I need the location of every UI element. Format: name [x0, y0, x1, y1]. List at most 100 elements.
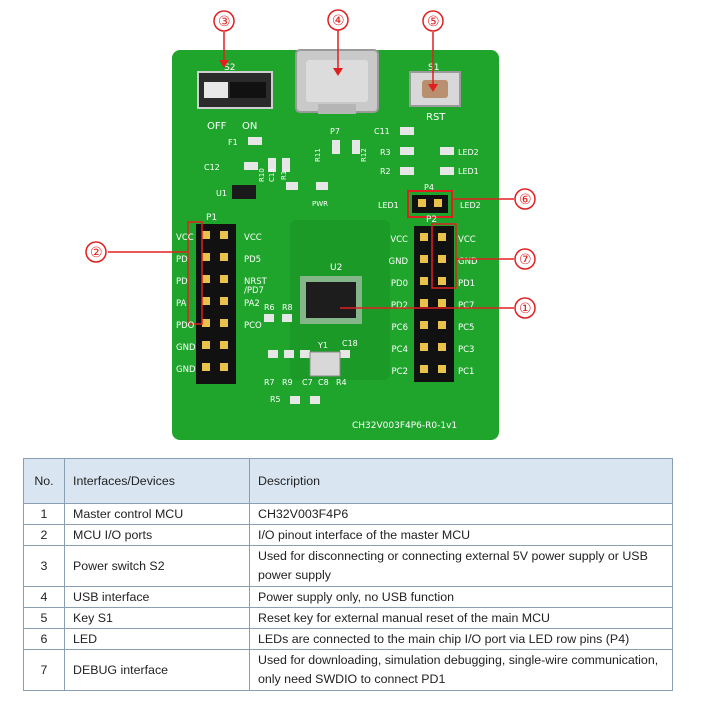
pin-label: PCO — [244, 321, 262, 331]
silk-c12: C12 — [204, 163, 220, 172]
silk-c11: C11 — [374, 127, 390, 136]
pin-label: PA2 — [244, 299, 260, 309]
silk-on: ON — [242, 121, 257, 132]
silk-u2: U2 — [330, 263, 342, 273]
pin-label: PC6 — [392, 323, 408, 333]
row-no: 6 — [23, 628, 65, 650]
table-row: 2 MCU I/O ports I/O pinout interface of … — [23, 524, 673, 546]
row-no: 5 — [23, 607, 65, 629]
header-pin — [202, 253, 210, 261]
row-device: DEBUG interface — [64, 649, 250, 691]
row-no: 7 — [23, 649, 65, 691]
silk-r1: R1 — [280, 171, 288, 180]
header-pin — [202, 231, 210, 239]
pin-label: VCC — [458, 235, 476, 245]
row-description: Used for disconnecting or connecting ext… — [249, 545, 673, 587]
pin-label: PD0 — [391, 279, 408, 289]
header-pin — [202, 341, 210, 349]
silk-r4: R4 — [336, 378, 347, 387]
header-pin — [438, 277, 446, 285]
row-no: 4 — [23, 586, 65, 608]
silk-r2: R2 — [380, 167, 391, 176]
silk-c18: C18 — [342, 339, 358, 348]
pin-label: VCC — [176, 233, 194, 243]
pin-label: PD — [176, 255, 188, 265]
smd-parts-top — [244, 127, 454, 190]
silk-led2b: LED2 — [460, 201, 481, 210]
row-no: 2 — [23, 524, 65, 546]
callout-lines — [108, 30, 514, 309]
pin-label: GND — [176, 365, 196, 375]
header-device: Interfaces/Devices — [64, 458, 250, 504]
callout-3: ③ — [218, 14, 231, 30]
silk-led1b: LED1 — [378, 201, 399, 210]
header-pin — [420, 365, 428, 373]
header-pin — [420, 233, 428, 241]
silk-r12: R12 — [360, 148, 368, 162]
row-no: 1 — [23, 503, 65, 525]
interface-table: No. Interfaces/Devices Description 1 Mas… — [23, 458, 673, 691]
table-row: 1 Master control MCU CH32V003F4P6 — [23, 503, 673, 525]
silk-r9: R9 — [282, 378, 293, 387]
silk-led2a: LED2 — [458, 148, 479, 157]
silk-c13: C13 — [268, 168, 276, 182]
pin-label: PC5 — [458, 323, 474, 333]
row-device: MCU I/O ports — [64, 524, 250, 546]
pin-label: PC3 — [458, 345, 474, 355]
usb-c-connector — [295, 49, 379, 114]
silk-s2: S2 — [224, 63, 235, 73]
pin-label: VCC — [244, 233, 262, 243]
pin-label: PC2 — [392, 367, 408, 377]
pin-label: NRST/PD7 — [244, 277, 268, 296]
header-pin — [420, 277, 428, 285]
silk-c8: C8 — [318, 378, 329, 387]
pin-label: PD2 — [391, 301, 408, 311]
pin-label: PC1 — [458, 367, 474, 377]
pin-label: GND — [389, 257, 409, 267]
header-pin — [220, 275, 228, 283]
row-device: LED — [64, 628, 250, 650]
silk-u1: U1 — [216, 189, 227, 198]
header-pin — [220, 231, 228, 239]
silk-r5: R5 — [270, 395, 281, 404]
pin-label: PC4 — [392, 345, 408, 355]
silk-r11: R11 — [314, 148, 322, 162]
header-p2 — [414, 226, 454, 382]
table-row: 6 LED LEDs are connected to the main chi… — [23, 628, 673, 650]
callout-2: ② — [90, 245, 103, 261]
header-pin — [420, 343, 428, 351]
silk-p7: P7 — [330, 127, 340, 136]
row-description: I/O pinout interface of the master MCU — [249, 524, 673, 546]
header-pin — [220, 253, 228, 261]
row-device: Key S1 — [64, 607, 250, 629]
mcu-u2 — [300, 276, 362, 324]
crystal-y1 — [309, 351, 341, 377]
header-pin — [220, 341, 228, 349]
header-pin — [220, 319, 228, 327]
row-device: USB interface — [64, 586, 250, 608]
silk-r6: R6 — [264, 303, 275, 312]
silk-p1: P1 — [206, 213, 217, 223]
silk-r3: R3 — [380, 148, 391, 157]
pin-label: PD1 — [458, 279, 475, 289]
pin-label: GND — [176, 343, 196, 353]
pin-label: PA — [176, 299, 187, 309]
table-row: 3 Power switch S2 Used for disconnecting… — [23, 545, 673, 587]
silk-p2: P2 — [426, 215, 437, 225]
callout-circles — [85, 9, 536, 319]
row-description: Power supply only, no USB function — [249, 586, 673, 608]
pin-label: GND — [458, 257, 478, 267]
row-description: CH32V003F4P6 — [249, 503, 673, 525]
silk-pwr: PWR — [312, 200, 328, 208]
silk-led1a: LED1 — [458, 167, 479, 176]
callout-box-2 — [187, 221, 203, 325]
table-row: 4 USB interface Power supply only, no US… — [23, 586, 673, 608]
ic-u1 — [232, 185, 256, 199]
header-pin — [438, 321, 446, 329]
row-description: Reset key for external manual reset of t… — [249, 607, 673, 629]
callout-box-6 — [407, 190, 453, 218]
reset-key-s1 — [409, 71, 461, 107]
smd-parts-bottom — [264, 314, 350, 404]
pin-label: PD — [176, 277, 188, 287]
header-pin — [220, 363, 228, 371]
